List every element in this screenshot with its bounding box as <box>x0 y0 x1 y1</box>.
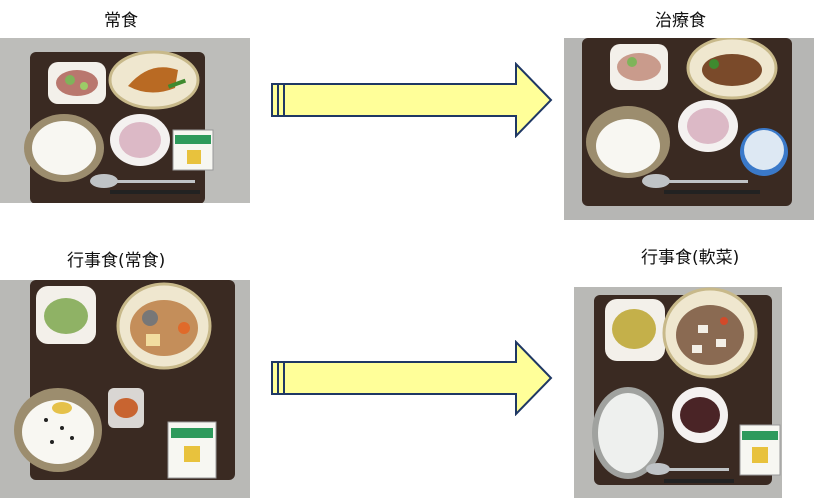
photo-event-meal-soft <box>574 287 782 498</box>
photo-event-meal-regular <box>0 280 250 498</box>
arrow-regular-to-therapeutic <box>271 62 553 138</box>
arrow-event-regular-to-soft <box>271 340 553 416</box>
photo-therapeutic-meal <box>564 38 814 220</box>
label-regular-meal: 常食 <box>104 11 138 31</box>
label-therapeutic-meal: 治療食 <box>655 11 706 31</box>
photo-regular-meal <box>0 38 250 203</box>
label-event-meal-soft: 行事食(軟菜) <box>641 248 740 268</box>
label-event-meal-regular: 行事食(常食) <box>67 251 166 271</box>
